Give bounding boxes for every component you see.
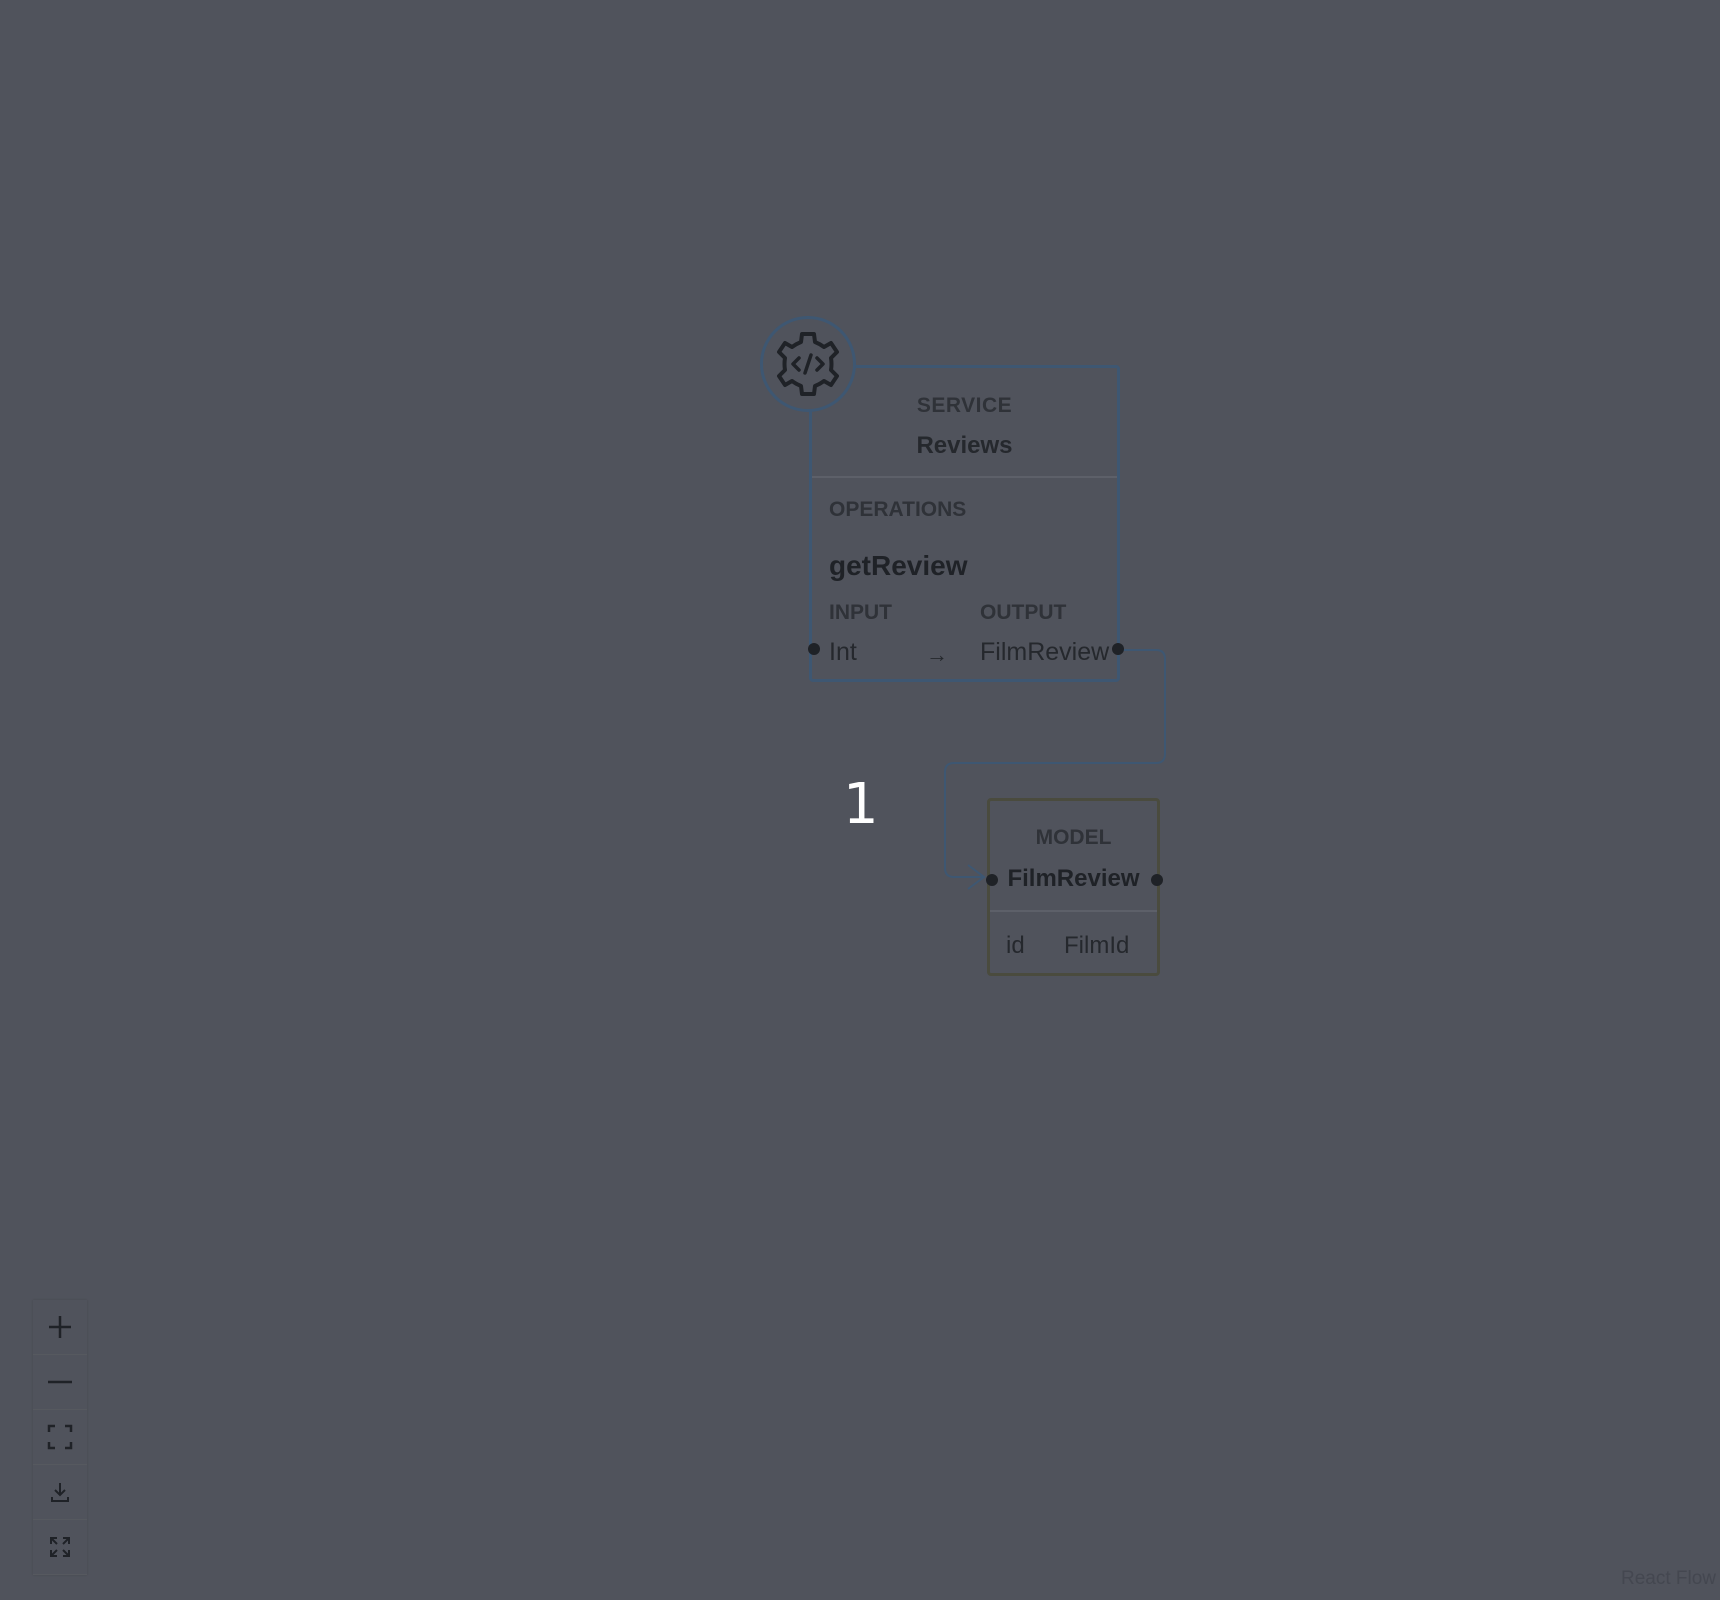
download-button[interactable] xyxy=(33,1465,87,1520)
service-gear-badge xyxy=(760,316,856,412)
service-name: Reviews xyxy=(916,432,1013,459)
edge-arrowhead xyxy=(967,864,986,890)
plus-icon xyxy=(49,1316,71,1338)
service-node-reviews[interactable]: SERVICE Reviews OPERATIONS getReview INP… xyxy=(808,365,1124,682)
flow-controls xyxy=(33,1300,87,1575)
model-kind-label: MODEL xyxy=(1035,826,1112,849)
output-handle[interactable] xyxy=(1112,643,1124,655)
input-label: INPUT xyxy=(829,601,892,624)
output-label: OUTPUT xyxy=(980,601,1067,624)
operations-label: OPERATIONS xyxy=(829,498,967,521)
io-arrow: → xyxy=(926,642,948,667)
model-input-handle[interactable] xyxy=(986,874,998,886)
fullscreen-button[interactable] xyxy=(33,1520,87,1575)
zoom-in-button[interactable] xyxy=(33,1300,87,1355)
output-type: FilmReview xyxy=(980,638,1110,666)
minus-icon xyxy=(48,1380,72,1384)
fit-view-button[interactable] xyxy=(33,1410,87,1465)
service-kind-label: SERVICE xyxy=(916,394,1013,417)
react-flow-attribution[interactable]: React Flow xyxy=(1620,1568,1716,1589)
input-handle[interactable] xyxy=(808,643,820,655)
model-output-handle[interactable] xyxy=(1151,874,1163,886)
field-name: id xyxy=(1006,932,1025,959)
operation-name: getReview xyxy=(829,550,968,581)
input-type: Int xyxy=(829,638,857,666)
download-icon xyxy=(51,1483,69,1502)
gear-code-icon xyxy=(777,332,839,396)
service-header: SERVICE Reviews xyxy=(812,368,1117,478)
model-node-filmreview[interactable]: MODEL FilmReview id FilmId xyxy=(986,798,1163,976)
fit-view-icon xyxy=(47,1424,73,1450)
field-type: FilmId xyxy=(1064,932,1130,959)
step-marker: 1 xyxy=(843,772,879,837)
zoom-out-button[interactable] xyxy=(33,1355,87,1410)
model-name: FilmReview xyxy=(1007,865,1140,892)
expand-icon xyxy=(50,1537,70,1557)
model-header: MODEL FilmReview xyxy=(990,801,1157,912)
